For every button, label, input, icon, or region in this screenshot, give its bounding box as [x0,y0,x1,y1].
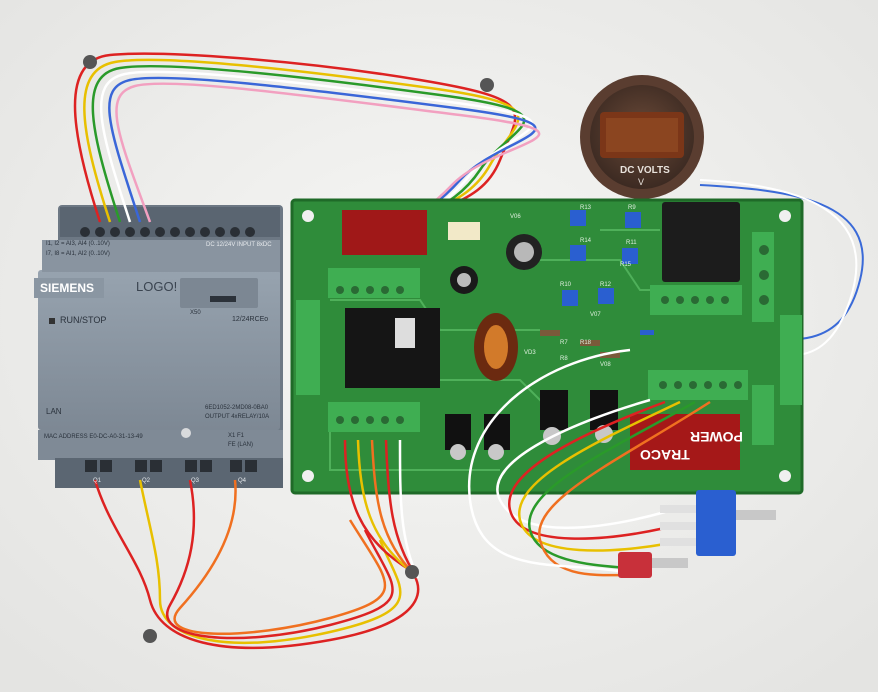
analog-input-label-2: I7, I8 = AI1, AI2 (0..10V) [46,251,110,257]
analog-input-label-1: I1, I2 = AI3, AI4 (0..10V) [46,241,110,247]
x50-label: X50 [190,310,201,316]
ref-r8: R8 [560,356,568,362]
run-stop-label: RUN/STOP [60,315,107,325]
ref-r11: R11 [626,240,637,246]
cable-tie [83,55,97,69]
ref-r15: R15 [620,262,632,268]
traco-label: TRACO [640,447,690,463]
ref-r13: R13 [580,205,592,211]
input-spec-label: DC 12/24V INPUT 8xDC [206,242,272,248]
pcb-board [290,198,804,495]
part-number-label: 6ED1052-2MD08-0BA0 [205,405,269,411]
cable-tie [480,78,494,92]
toggle-switch-small [618,552,688,578]
plc-model-label: LOGO! [136,279,178,294]
cable-tie [405,565,419,579]
ref-v06: V06 [510,214,521,220]
plc-variant-label: 12/24RCEo [232,316,269,323]
cable-tie [143,629,157,643]
plc-brand-label: SIEMENS [40,281,95,295]
output-q1-label: Q1 [93,478,102,484]
output-spec-label: OUTPUT 4xRELAY/10A [205,414,270,420]
toggle-switch-blue [660,490,776,556]
ref-v08: V08 [600,362,611,368]
dc-voltmeter [580,75,704,199]
fe-lan-label: FE (LAN) [228,442,254,448]
ref-r10: R10 [560,282,572,288]
ref-vd3: VD3 [524,350,536,356]
output-q4-label: Q4 [238,478,247,484]
meter-unit-label: V [638,177,645,187]
plc-input-wires [73,52,541,256]
mac-address-label: MAC ADDRESS E0-DC-A0-31-13-49 [44,434,143,440]
output-q2-label: Q2 [142,478,151,484]
lan-label: LAN [46,407,62,416]
switch-wires [467,348,711,577]
meter-label: DC VOLTS [620,165,670,176]
ref-r7: R7 [560,340,568,346]
ref-r12: R12 [600,282,612,288]
output-q3-label: Q3 [191,478,200,484]
ref-v07: V07 [590,312,601,318]
x1-f1-label: X1 F1 [228,433,245,439]
plc-module [34,205,283,488]
traco-power-label: POWER [690,429,743,445]
ref-r18: R18 [580,340,592,346]
ref-r14: R14 [580,238,592,244]
ref-r9: R9 [628,205,636,211]
plc-output-wires [93,479,420,650]
board-to-plc-bundle [343,439,420,579]
